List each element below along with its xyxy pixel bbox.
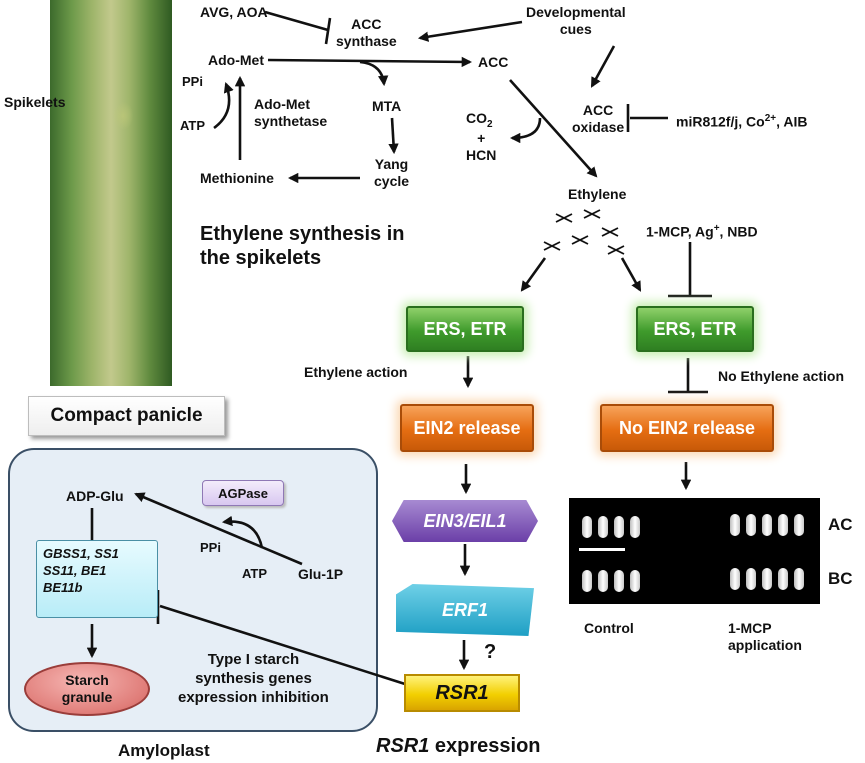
arrow-ethylene-to-left-receptor	[520, 257, 547, 292]
methionine-label: Methionine	[200, 170, 274, 186]
spikelets-label: Spikelets	[4, 94, 66, 110]
bc-label: BC	[828, 569, 853, 588]
compact-panicle-label: Compact panicle	[28, 396, 225, 436]
adp-glu-label: ADP-Glu	[66, 488, 124, 504]
rsr1-expression-label: RSR1 expression	[376, 735, 541, 757]
acc-label: ACC	[478, 54, 509, 70]
inhibition-avg-bar	[324, 17, 332, 45]
ado-met-synthetase-label: Ado-Met synthetase	[254, 96, 328, 129]
arrow-mta-to-yang	[388, 117, 399, 155]
starch-genes-box: GBSS1, SS1 SS11, BE1 BE11b	[36, 540, 158, 618]
avg-aoa-label: AVG, AOA	[200, 4, 268, 20]
receptor-box-left: ERS, ETR	[406, 306, 524, 352]
erf1-box: ERF1	[396, 584, 534, 636]
arrow-cues-to-oxidase	[590, 45, 616, 88]
arrow-acc-to-ethylene	[509, 79, 598, 178]
inhibition-avg-line	[264, 10, 329, 32]
agpase-box: AGPase	[202, 480, 284, 506]
ppi-label: PPi	[182, 74, 203, 89]
arrow-glu1p-to-adpglu	[134, 492, 303, 566]
inhibition-rsr1-line	[159, 604, 406, 686]
synthesis-title: Ethylene synthesis in the spikelets	[200, 223, 405, 269]
acc-synthase-label: ACC synthase	[336, 16, 397, 49]
control-label: Control	[584, 620, 634, 636]
oxidase-inhibitors-label: miR812f/j, Co2+, AIB	[676, 113, 808, 130]
mcp-application-label: 1-MCP application	[728, 620, 802, 653]
inhibition-note: Type I starch synthesis genes expression…	[178, 651, 329, 706]
ein3-eil1-box: EIN3/EIL1	[392, 500, 538, 542]
ac-label: AC	[828, 515, 853, 534]
mcp-inhibitors-label: 1-MCP, Ag+, NBD	[646, 223, 758, 240]
co2-label: CO2	[466, 110, 493, 130]
starch-granule: Starch granule	[24, 662, 150, 716]
no-ein2-release-box: No EIN2 release	[600, 404, 774, 452]
amyloplast-atp-label: ATP	[242, 566, 268, 581]
mta-label: MTA	[372, 98, 402, 114]
amyloplast-title: Amyloplast	[118, 741, 210, 760]
glu-1p-label: Glu-1P	[298, 566, 344, 582]
rsr1-box: RSR1	[404, 674, 520, 712]
arrow-ethylene-to-right-receptor	[620, 257, 642, 292]
scale-bar	[579, 548, 625, 551]
yang-cycle-label: Yang cycle	[374, 156, 410, 189]
ethylene-label: Ethylene	[568, 186, 627, 202]
ein2-release-box: EIN2 release	[400, 404, 534, 452]
no-ethylene-action-label: No Ethylene action	[718, 368, 845, 384]
acc-oxidase-label: ACC oxidase	[572, 102, 625, 135]
hcn-label: + HCN	[466, 130, 497, 163]
arrow-adomet-to-acc	[267, 56, 473, 68]
developmental-cues-label: Developmental cues	[526, 4, 626, 37]
rice-panicle-photo	[50, 0, 172, 386]
arrow-to-mta	[359, 60, 389, 87]
amyloplast-ppi-label: PPi	[200, 540, 221, 555]
grain-image	[569, 498, 820, 604]
ado-met-label: Ado-Met	[208, 52, 264, 68]
ethylene-molecules	[543, 209, 625, 255]
atp-label: ATP	[180, 118, 206, 133]
arrow-cues-to-synthase	[417, 20, 523, 42]
arrow-atp-ppi	[213, 82, 234, 130]
question-mark: ?	[484, 641, 497, 663]
arrow-co2-curl	[509, 117, 542, 144]
receptor-box-right: ERS, ETR	[636, 306, 754, 352]
ethylene-action-label: Ethylene action	[304, 364, 408, 380]
arrow-atp-ppi-amyloplast	[221, 515, 264, 549]
